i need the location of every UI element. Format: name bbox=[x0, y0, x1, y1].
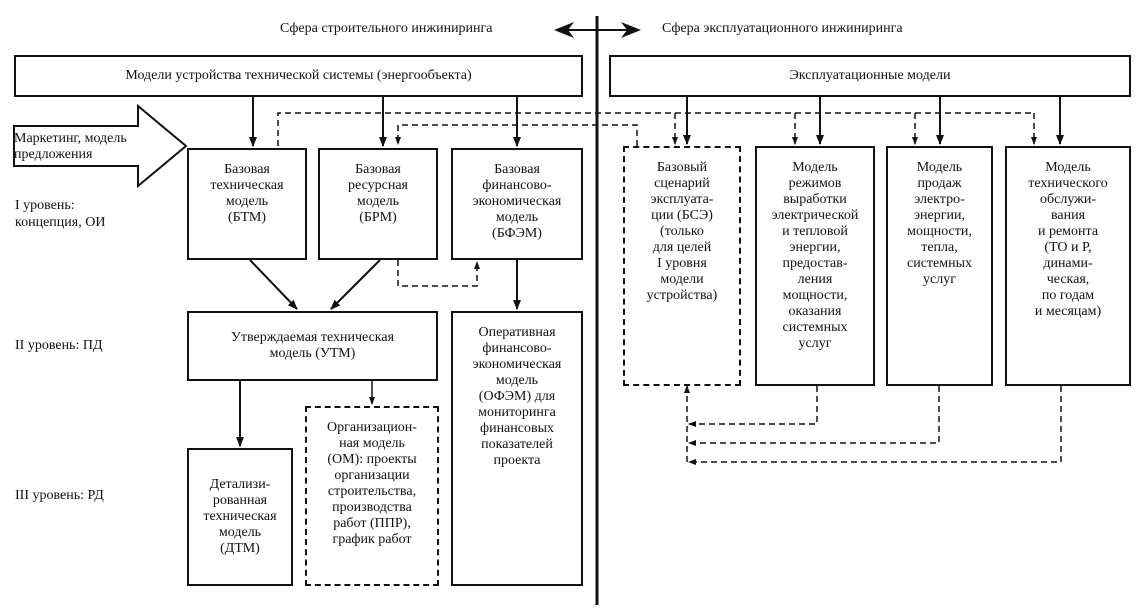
dashed-sales-to-bse bbox=[688, 386, 940, 446]
dashed-maint-to-bse bbox=[688, 386, 1062, 465]
level-1-label: I уровень: концепция, ОИ bbox=[15, 198, 106, 230]
marketing-arrow-shape bbox=[13, 103, 188, 189]
ofem-box: Оперативная финансово- экономическая мод… bbox=[451, 311, 583, 586]
operational-models-box: Эксплуатационные модели bbox=[609, 55, 1131, 97]
dashed-brm-to-bfem bbox=[397, 260, 480, 287]
bfem-box: Базовая финансово- экономическая модель … bbox=[451, 148, 583, 260]
level-3-label: III уровень: РД bbox=[15, 488, 104, 503]
dtm-box: Детализи- рованная техническая модель (Д… bbox=[187, 448, 293, 586]
sales-box: Модель продаж электро- энергии, мощности… bbox=[886, 146, 993, 386]
sphere-construction-label: Сфера строительного инжиниринга bbox=[280, 21, 493, 36]
utm-box: Утверждаемая техническая модель (УТМ) bbox=[187, 311, 438, 381]
level-2-label: II уровень: ПД bbox=[15, 338, 103, 353]
dashed-top-operational-line bbox=[277, 112, 1034, 146]
double-arrow-icon bbox=[554, 22, 641, 38]
om-box: Организацион- ная модель (ОМ): проекты о… bbox=[305, 406, 439, 586]
dashed-bse-to-brm bbox=[395, 124, 638, 146]
arrow-btm-to-utm bbox=[249, 259, 298, 310]
bse-box: Базовый сценарий эксплуата- ции (БСЭ) (т… bbox=[623, 146, 741, 386]
sphere-operation-label: Сфера эксплуатационного инжиниринга bbox=[662, 21, 903, 36]
btm-box: Базовая техническая модель (БТМ) bbox=[187, 148, 307, 260]
marketing-label: Маркетинг, модель предложения bbox=[14, 131, 127, 162]
maintenance-box: Модель технического обслужи- вания и рем… bbox=[1005, 146, 1131, 386]
dashed-modes-to-bse bbox=[688, 386, 818, 427]
modes-box: Модель режимов выработки электрической и… bbox=[755, 146, 875, 386]
device-models-box: Модели устройства технической системы (э… bbox=[14, 55, 583, 97]
arrow-brm-to-utm bbox=[330, 259, 381, 310]
brm-box: Базовая ресурсная модель (БРМ) bbox=[318, 148, 438, 260]
